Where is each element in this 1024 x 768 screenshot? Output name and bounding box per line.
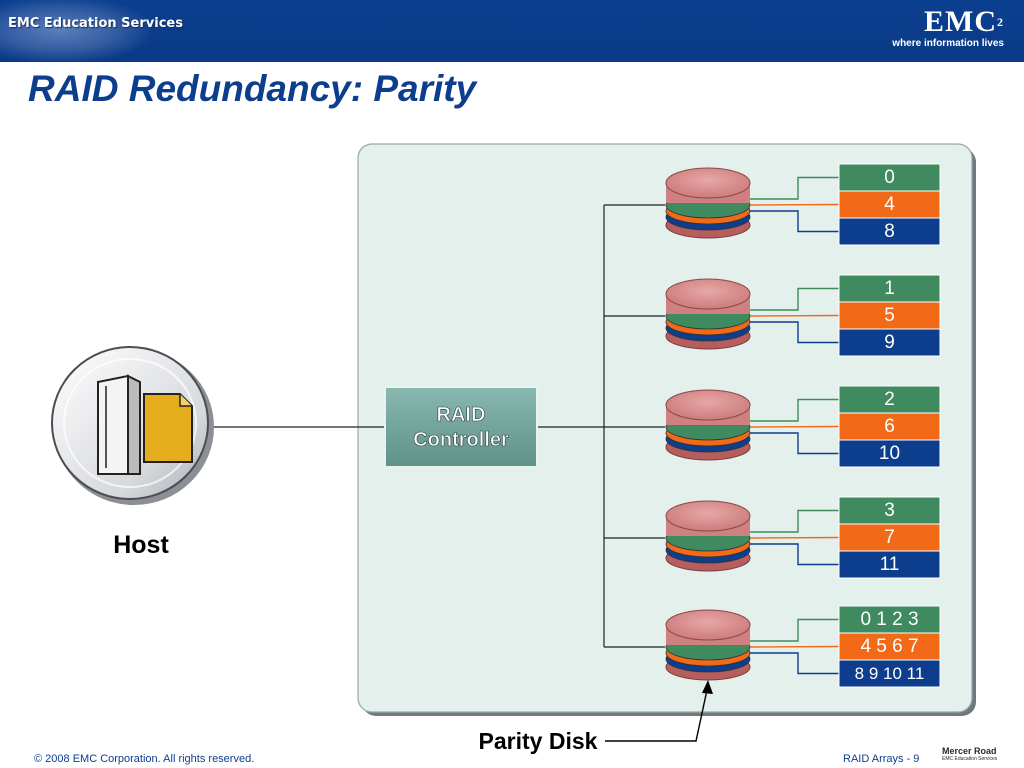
globe-icon <box>0 0 150 62</box>
block-blue <box>838 439 941 468</box>
controller-label-line2: Controller <box>413 429 509 451</box>
mercer-logo-line1: Mercer Road <box>942 746 997 756</box>
block-orange <box>838 523 941 552</box>
block-label: 8 9 10 11 <box>855 664 925 683</box>
connector-blue <box>750 652 839 675</box>
parity-arrow <box>605 680 713 742</box>
block-label: 10 <box>879 443 900 464</box>
block-label: 1 <box>884 278 895 299</box>
slide-title: RAID Redundancy: Parity <box>28 68 477 109</box>
block-label: 4 <box>884 194 895 215</box>
connector-orange <box>749 425 840 428</box>
connector-green <box>750 509 839 533</box>
block-green <box>838 385 941 414</box>
raid-controller: RAID Controller <box>384 386 538 468</box>
disk-top <box>665 500 751 532</box>
connection-lines <box>212 204 665 648</box>
parity-disk-label: Parity Disk <box>479 728 598 754</box>
connector-orange <box>749 314 840 317</box>
block-orange <box>838 632 941 661</box>
mercer-logo-line2: EMC Education Services <box>942 756 998 762</box>
disk-3: 2 6 10 <box>665 385 941 468</box>
disk-5: 0 1 2 3 4 5 6 7 8 9 10 11 <box>665 605 941 688</box>
disk-4: 3 7 11 <box>665 496 941 579</box>
connector-blue <box>750 321 839 344</box>
footer-page-number: RAID Arrays - 9 <box>843 753 920 765</box>
block-label: 8 <box>884 221 895 242</box>
block-label: 7 <box>884 527 895 548</box>
mercer-road-logo: Mercer Road EMC Education Services <box>942 746 1016 766</box>
header-banner: EMC Education Services EMC2 where inform… <box>0 0 1024 62</box>
block-label: 2 <box>884 389 895 410</box>
block-label: 5 <box>884 305 895 326</box>
disk-2: 1 5 9 <box>665 274 941 357</box>
connector-orange <box>749 203 840 206</box>
block-orange <box>838 301 941 330</box>
block-green <box>838 496 941 525</box>
connector-blue <box>750 210 839 233</box>
emc-logo: EMC2 where information lives <box>874 6 1004 56</box>
block-blue <box>838 550 941 579</box>
block-orange <box>838 412 941 441</box>
disk-group: 0 4 8 1 5 9 2 6 10 3 7 11 0 1 2 3 4 5 6 7 8 9 10 11 <box>665 163 941 688</box>
host-label: Host <box>113 531 169 559</box>
block-blue <box>838 659 941 688</box>
emc-tagline: where information lives <box>892 38 1004 49</box>
host-icon <box>51 346 214 505</box>
block-label: 9 <box>884 332 895 353</box>
emc-education-logo: EMC Education Services <box>8 16 183 31</box>
connector-blue <box>750 432 839 455</box>
connector-blue <box>750 543 839 566</box>
controller-label-line1: RAID <box>437 404 486 426</box>
block-green <box>838 163 941 192</box>
array-panel <box>357 143 973 713</box>
footer-copyright: © 2008 EMC Corporation. All rights reser… <box>34 753 255 765</box>
block-label: 3 <box>884 500 895 521</box>
block-green <box>838 605 941 634</box>
block-label: 11 <box>880 554 900 575</box>
connector-green <box>750 398 839 422</box>
emc-brand-sup: 2 <box>997 15 1004 29</box>
block-label: 4 5 6 7 <box>860 636 918 657</box>
disk-top <box>665 278 751 310</box>
block-blue <box>838 217 941 246</box>
disk-top <box>665 389 751 421</box>
block-label: 0 1 2 3 <box>860 609 918 630</box>
disk-top <box>665 167 751 199</box>
block-green <box>838 274 941 303</box>
connector-green <box>750 618 839 642</box>
connector-green <box>750 287 839 311</box>
block-orange <box>838 190 941 219</box>
connector-orange <box>749 536 840 539</box>
block-label: 6 <box>884 416 895 437</box>
connector-orange <box>749 645 840 648</box>
emc-brand-text: EMC <box>924 5 997 38</box>
block-label: 0 <box>884 167 895 188</box>
disk-1: 0 4 8 <box>665 163 941 246</box>
disk-top <box>665 609 751 641</box>
connector-green <box>750 176 839 200</box>
block-blue <box>838 328 941 357</box>
